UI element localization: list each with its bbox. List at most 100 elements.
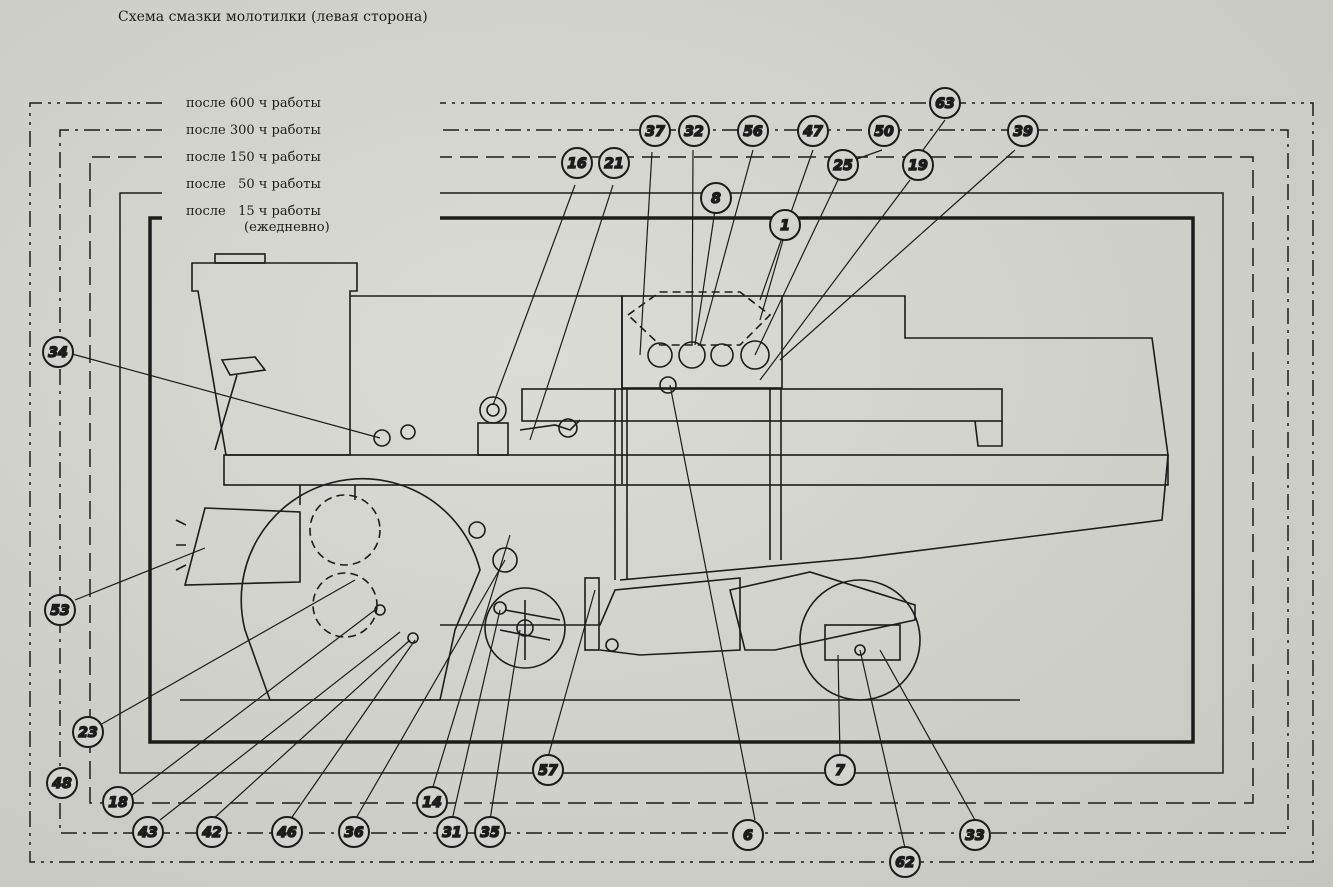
legend-150h: после 150 ч работы bbox=[186, 150, 321, 165]
callout-42: 42 bbox=[196, 816, 228, 848]
callout-25: 25 bbox=[827, 149, 859, 181]
callout-circle bbox=[639, 115, 671, 147]
callout-7: 7 bbox=[824, 754, 856, 786]
callout-63: 63 bbox=[929, 87, 961, 119]
frame-15h bbox=[148, 216, 1195, 744]
callout-16: 16 bbox=[561, 147, 593, 179]
callout-32: 32 bbox=[678, 115, 710, 147]
callout-circle bbox=[338, 816, 370, 848]
callout-circle bbox=[416, 786, 448, 818]
callout-19: 19 bbox=[902, 149, 934, 181]
callout-label: 8 bbox=[711, 191, 721, 207]
callout-label: 36 bbox=[344, 825, 364, 841]
leader-lines bbox=[71, 119, 1016, 849]
callout-57: 57 bbox=[532, 754, 564, 786]
callout-label: 32 bbox=[684, 124, 703, 140]
callout-label: 50 bbox=[874, 124, 894, 140]
callout-47: 47 bbox=[797, 115, 829, 147]
callout-label: 33 bbox=[965, 828, 984, 844]
callout-label: 62 bbox=[895, 855, 914, 871]
callout-circle bbox=[102, 786, 134, 818]
callout-circle bbox=[598, 147, 630, 179]
callout-circle bbox=[532, 754, 564, 786]
callout-21: 21 bbox=[598, 147, 630, 179]
callout-label: 42 bbox=[201, 825, 221, 841]
callout-label: 23 bbox=[78, 725, 97, 741]
callout-circle bbox=[868, 115, 900, 147]
callout-circle bbox=[271, 816, 303, 848]
frame-50h bbox=[119, 192, 1224, 774]
callout-circle bbox=[797, 115, 829, 147]
callout-label: 53 bbox=[50, 603, 69, 619]
callout-circle bbox=[959, 819, 991, 851]
callout-label: 19 bbox=[908, 158, 928, 174]
callout-circle bbox=[732, 819, 764, 851]
callout-circle bbox=[769, 209, 801, 241]
legend-50h: после 50 ч работы bbox=[186, 177, 321, 192]
callout-36: 36 bbox=[338, 816, 370, 848]
legend-600h: после 600 ч работы bbox=[186, 96, 321, 111]
legend-15h: после 15 ч работы bbox=[186, 204, 321, 219]
callout-37: 37 bbox=[639, 115, 671, 147]
callout-43: 43 bbox=[132, 816, 164, 848]
callout-label: 47 bbox=[802, 124, 823, 140]
callout-48: 48 bbox=[46, 767, 78, 799]
callout-46: 46 bbox=[271, 816, 303, 848]
callout-label: 39 bbox=[1013, 124, 1033, 140]
callout-label: 31 bbox=[442, 825, 461, 841]
callout-label: 25 bbox=[833, 158, 853, 174]
callout-label: 18 bbox=[108, 795, 128, 811]
callout-label: 63 bbox=[935, 96, 954, 112]
callout-62: 62 bbox=[889, 846, 921, 878]
callout-6: 6 bbox=[732, 819, 764, 851]
legend-daily: (ежедневно) bbox=[244, 220, 330, 235]
callout-circle bbox=[196, 816, 228, 848]
callout-33: 33 bbox=[959, 819, 991, 851]
callout-56: 56 bbox=[737, 115, 769, 147]
callout-23: 23 bbox=[72, 716, 104, 748]
callout-label: 21 bbox=[604, 156, 623, 172]
callout-label: 35 bbox=[480, 825, 500, 841]
diagram-title: Схема смазки молотилки (левая сторона) bbox=[118, 9, 428, 25]
callout-label: 34 bbox=[48, 345, 67, 361]
legend-300h: после 300 ч работы bbox=[186, 123, 321, 138]
callout-label: 14 bbox=[422, 795, 441, 811]
callout-circle bbox=[46, 767, 78, 799]
frame-600h bbox=[29, 102, 1314, 863]
callout-label: 57 bbox=[538, 763, 558, 779]
frame-150h bbox=[89, 156, 1254, 804]
callout-circle bbox=[132, 816, 164, 848]
frame-300h bbox=[59, 129, 1289, 834]
callout-circle bbox=[889, 846, 921, 878]
callout-circle bbox=[824, 754, 856, 786]
callout-label: 16 bbox=[567, 156, 587, 172]
callout-circle bbox=[678, 115, 710, 147]
callout-label: 37 bbox=[645, 124, 665, 140]
callout-circle bbox=[827, 149, 859, 181]
callout-8: 8 bbox=[700, 182, 732, 214]
callout-label: 6 bbox=[743, 828, 753, 844]
callout-circle bbox=[474, 816, 506, 848]
callout-label: 48 bbox=[51, 776, 72, 792]
callout-label: 56 bbox=[743, 124, 763, 140]
callout-31: 31 bbox=[436, 816, 468, 848]
callout-circle bbox=[44, 594, 76, 626]
callout-35: 35 bbox=[474, 816, 506, 848]
callout-circle bbox=[561, 147, 593, 179]
callout-label: 1 bbox=[780, 218, 790, 234]
callout-circle bbox=[42, 336, 74, 368]
callout-34: 34 bbox=[42, 336, 74, 368]
callout-circle bbox=[700, 182, 732, 214]
callout-circle bbox=[72, 716, 104, 748]
callout-39: 39 bbox=[1007, 115, 1039, 147]
callout-label: 7 bbox=[835, 763, 845, 779]
callout-label: 46 bbox=[276, 825, 297, 841]
callout-label: 43 bbox=[137, 825, 157, 841]
callout-53: 53 bbox=[44, 594, 76, 626]
thresher-body bbox=[175, 253, 1169, 701]
callout-circle bbox=[737, 115, 769, 147]
callout-18: 18 bbox=[102, 786, 134, 818]
callout-14: 14 bbox=[416, 786, 448, 818]
